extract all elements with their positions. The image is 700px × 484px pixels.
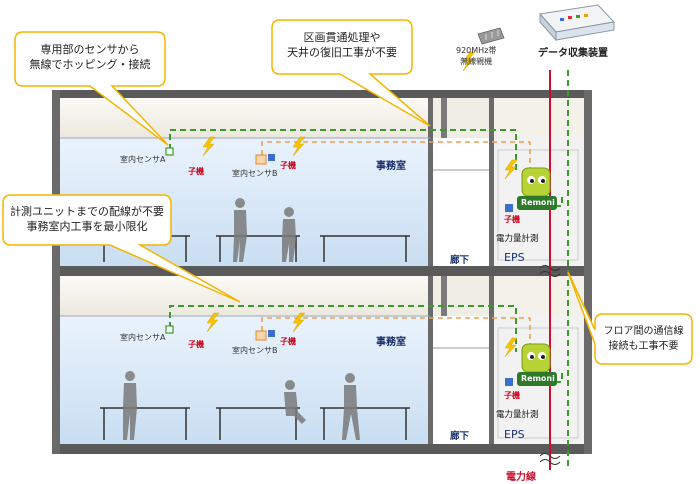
callout-line: フロア間の通信線: [603, 326, 684, 337]
callout-line: 天井の復旧工事が不要: [287, 46, 397, 59]
orange-network-path: [261, 141, 531, 352]
data-collector-device: [539, 4, 616, 42]
child-unit-label: 子機: [188, 167, 204, 176]
office-label: 事務室: [376, 337, 406, 348]
data-collector-label: データ収集装置: [538, 48, 608, 59]
sensor-b-label: 室内センサB: [232, 169, 278, 178]
callout-floor-comm: [567, 271, 693, 365]
callout-line: 接続も工事不要: [608, 341, 679, 352]
meter-child-bottom: [505, 378, 513, 386]
sensor-a-label: 室内センサA: [120, 155, 166, 164]
radio-master-device: [477, 27, 505, 45]
power-line-label: 電力線: [506, 472, 536, 483]
meter-child-label: 子機: [504, 391, 520, 400]
sensor-b-top: [255, 154, 275, 165]
meter-child-label: 子機: [504, 215, 520, 224]
callout-line: 無線でホッピング・接続: [29, 58, 151, 71]
people-top: [233, 198, 296, 262]
meter-child-top: [505, 204, 513, 212]
remoni-unit-top: [517, 167, 557, 210]
callout-line: 専用部のセンサから: [40, 43, 140, 56]
child-unit-label: 子機: [280, 337, 296, 346]
remoni-unit-bottom: [517, 343, 557, 386]
child-unit-label: 子機: [280, 161, 296, 170]
lightning-icon: [202, 51, 518, 358]
child-unit-label: 子機: [188, 340, 204, 349]
sensor-a-top: [165, 147, 174, 156]
radio-master-label: 920MHz帯 無線親機: [456, 45, 496, 67]
hallway-label: 廊下: [450, 255, 470, 266]
green-network-path: [169, 70, 569, 470]
remoni-brand-label: Remoni: [521, 198, 555, 207]
callout-line: 事務室内工事を最小限化: [26, 220, 148, 233]
callout-floor-comm-text: フロア間の通信線 接続も工事不要: [595, 324, 692, 354]
power-line: [539, 70, 561, 470]
hallway-label: 廊下: [450, 431, 470, 442]
sensor-b-bottom: [255, 330, 275, 341]
callout-sensor-wireless-text: 専用部のセンサから 無線でホッピング・接続: [15, 42, 165, 72]
office-label: 事務室: [376, 161, 406, 172]
eps-label: EPS: [504, 428, 525, 441]
power-meter-label: 電力量計測: [496, 410, 539, 420]
callout-wiring-text: 計測ユニットまでの配線が不要 事務室内工事を最小限化: [3, 204, 171, 234]
callout-line: 区画貫通処理や: [303, 31, 381, 44]
radio-label-line: 無線親機: [460, 57, 493, 66]
eps-label: EPS: [504, 251, 525, 264]
radio-label-line: 920MHz帯: [456, 46, 497, 55]
callout-no-penetration: [271, 19, 431, 127]
callout-wiring: [2, 194, 241, 303]
sensor-a-label: 室内センサA: [120, 333, 166, 342]
callout-line: 計測ユニットまでの配線が不要: [10, 205, 164, 218]
callout-no-penetration-text: 区画貫通処理や 天井の復旧工事が不要: [272, 30, 412, 60]
furniture-bottom: [100, 407, 410, 440]
power-meter-label: 電力量計測: [496, 234, 539, 244]
people-bottom: [123, 371, 360, 440]
sensor-b-label: 室内センサB: [232, 346, 278, 355]
callout-sensor-wireless: [14, 31, 169, 146]
sensor-a-bottom: [165, 325, 174, 334]
remoni-brand-label: Remoni: [521, 374, 555, 383]
